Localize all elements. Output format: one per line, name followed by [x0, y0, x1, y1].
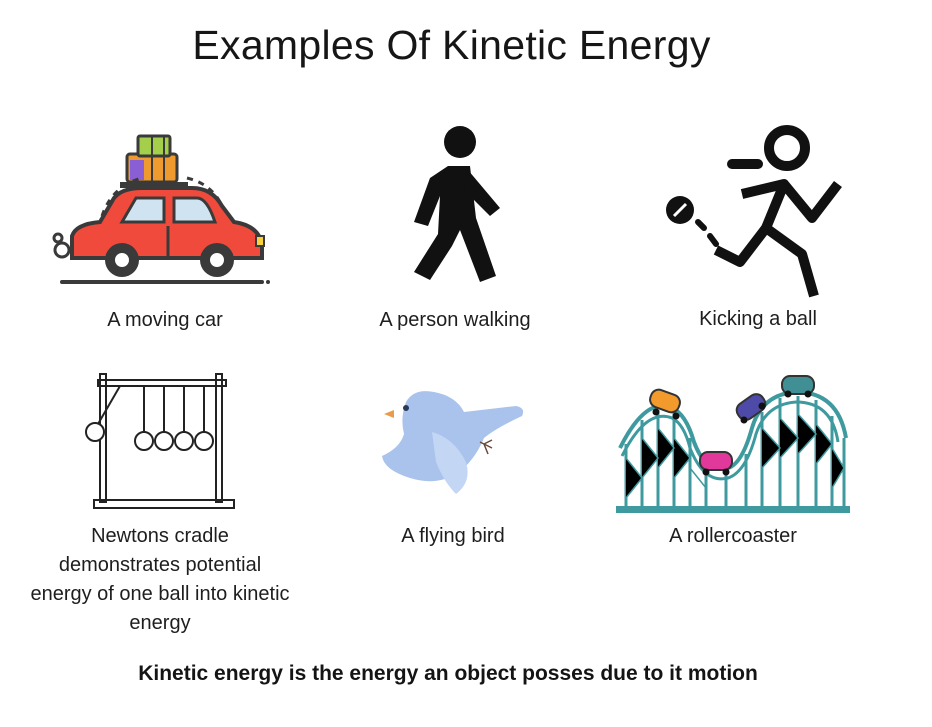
caption-moving-car: A moving car — [107, 309, 223, 331]
caption-flying-bird: A flying bird — [401, 525, 505, 547]
caption-newtons-cradle: Newtons cradle demonstrates potential en… — [30, 525, 290, 634]
bird-icon — [382, 391, 524, 494]
caption-person-walking: A person walking — [379, 309, 531, 331]
person-walking-icon — [414, 126, 500, 282]
newtons-cradle-icon — [85, 373, 235, 509]
definition-footer: Kinetic energy is the energy an object p… — [138, 662, 758, 685]
car-icon — [52, 134, 270, 284]
rollercoaster-icon — [616, 375, 850, 513]
caption-kicking-ball: Kicking a ball — [699, 308, 817, 330]
caption-rollercoaster: A rollercoaster — [669, 525, 797, 547]
page-title: Examples Of Kinetic Energy — [192, 22, 711, 68]
kicking-ball-icon — [666, 125, 842, 298]
